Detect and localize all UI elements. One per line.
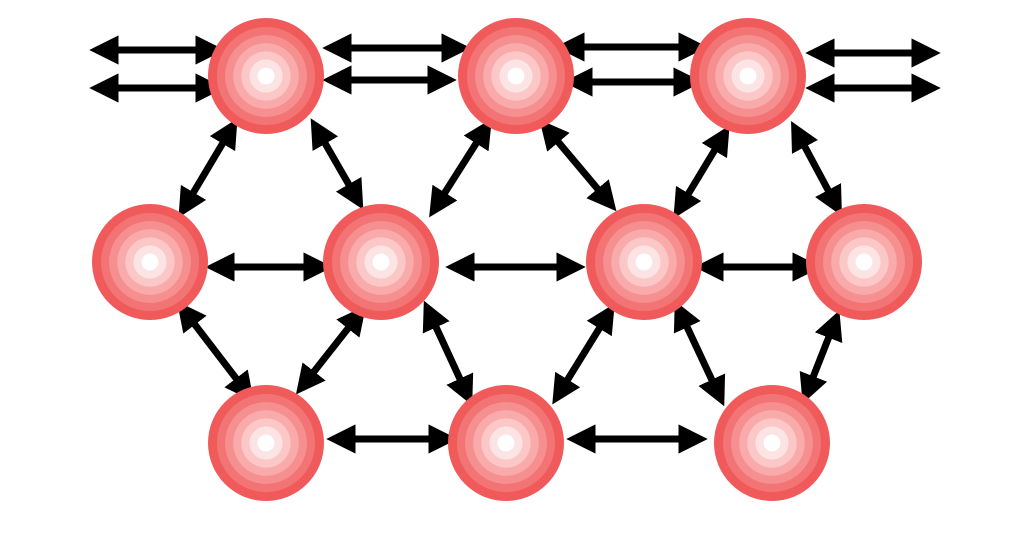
node-n6-sphere-icon — [586, 204, 702, 320]
double-arrow-13 — [673, 125, 730, 219]
node-n4-sphere-icon — [92, 204, 208, 320]
node-n7-sphere-icon — [806, 204, 922, 320]
node-n5-sphere-icon — [323, 204, 439, 320]
node-n9-sphere-icon — [448, 385, 564, 501]
double-arrow-23 — [799, 310, 843, 404]
double-arrow-19 — [295, 305, 367, 395]
double-arrow-12 — [539, 119, 617, 212]
arrow-layer — [89, 32, 941, 454]
double-arrow-11 — [429, 118, 492, 218]
node-n2-sphere-icon — [458, 18, 574, 134]
double-arrow-22 — [673, 300, 726, 407]
node-n3-sphere-icon — [690, 18, 806, 134]
node-n8-sphere-icon — [208, 385, 324, 501]
node-layer — [92, 18, 922, 501]
double-arrow-21 — [552, 303, 615, 405]
double-arrow-9 — [178, 118, 238, 218]
double-arrow-18 — [177, 301, 254, 402]
node-n1-sphere-icon — [208, 18, 324, 134]
double-arrow-14 — [791, 121, 842, 216]
node-n10-sphere-icon — [714, 385, 830, 501]
double-arrow-20 — [422, 300, 474, 406]
double-arrow-10 — [310, 118, 364, 210]
